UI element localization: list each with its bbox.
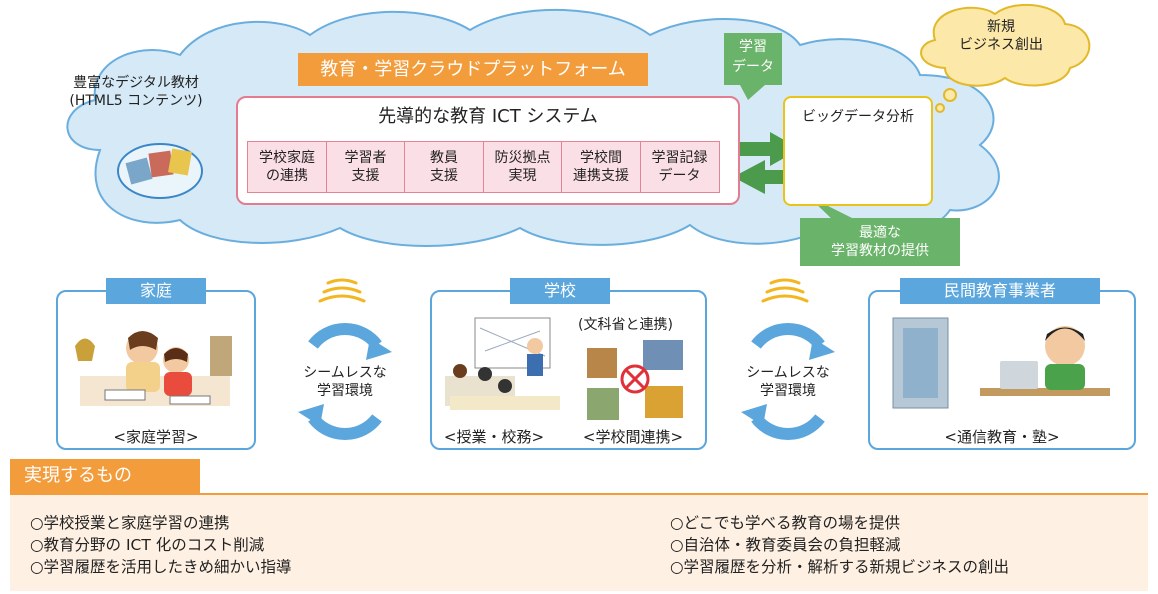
realize-item: ○教育分野の ICT 化のコスト削減 xyxy=(30,536,265,554)
platform-title: 教育・学習クラウドプラットフォーム xyxy=(298,53,648,86)
realize-item: ○どこでも学べる教育の場を提供 xyxy=(670,514,901,532)
ict-cell-learner-support: 学習者支援 xyxy=(325,141,406,193)
realize-item: ○自治体・教育委員会の負担軽減 xyxy=(670,536,901,554)
seamless-label-left: シームレスな学習環境 xyxy=(303,365,387,399)
realize-box xyxy=(10,493,1148,591)
school-caption-class: <授業・校務> xyxy=(443,428,545,446)
realize-list-left: ○学校授業と家庭学習の連携 ○教育分野の ICT 化のコスト削減 ○学習履歴を活… xyxy=(30,512,292,578)
classroom-illustration xyxy=(445,317,560,410)
learning-data-callout xyxy=(724,33,782,100)
private-education-tab: 民間教育事業者 xyxy=(900,278,1100,304)
school-tab: 学校 xyxy=(510,278,610,304)
home-caption: <家庭学習> xyxy=(113,428,199,446)
tablets-icon xyxy=(117,143,203,199)
new-business-label: 新規 ビジネス創出 xyxy=(959,19,1043,53)
bigdata-title: ビッグデータ分析 xyxy=(802,109,914,125)
rich-content-label: 豊富なデジタル教材 (HTML5 コンテンツ) xyxy=(56,74,216,110)
realize-item: ○学校授業と家庭学習の連携 xyxy=(30,514,230,532)
seamless-label-right: シームレスな学習環境 xyxy=(746,365,830,399)
ict-cell-disaster-hub: 防災拠点実現 xyxy=(482,141,563,193)
rich-content-line1: 豊富なデジタル教材 xyxy=(73,75,199,91)
realize-title: 実現するもの xyxy=(10,459,200,493)
signal-icon-left xyxy=(318,278,366,303)
ict-cell-home-school: 学校家庭の連携 xyxy=(247,141,327,193)
thought-bubble xyxy=(920,3,1091,113)
realize-list-right: ○どこでも学べる教育の場を提供 ○自治体・教育委員会の負担軽減 ○学習履歴を分析… xyxy=(670,512,1009,578)
optimal-materials-label: 最適な学習教材の提供 xyxy=(800,218,960,266)
private-education-illustration xyxy=(892,317,1110,409)
private-education-caption: <通信教育・塾> xyxy=(944,428,1060,446)
ict-cells: 学校家庭の連携 学習者支援 教員支援 防災拠点実現 学校間連携支援 学習記録デー… xyxy=(247,141,720,193)
ict-cell-inter-school: 学校間連携支援 xyxy=(561,141,641,193)
realize-item: ○学習履歴を分析・解析する新規ビジネスの創出 xyxy=(670,558,1010,576)
ict-cell-teacher-support: 教員支援 xyxy=(404,141,484,193)
ict-system-title: 先導的な教育 ICT システム xyxy=(378,106,598,127)
learning-data-label: 学習 データ xyxy=(732,39,774,75)
schools-network-illustration xyxy=(587,340,683,420)
realize-item: ○学習履歴を活用したきめ細かい指導 xyxy=(30,558,292,576)
school-caption-network: <学校間連携> xyxy=(582,428,684,446)
home-tab: 家庭 xyxy=(106,278,206,304)
rich-content-line2: (HTML5 コンテンツ) xyxy=(69,93,203,109)
ict-cell-learning-record: 学習記録データ xyxy=(639,141,720,193)
home-illustration xyxy=(70,316,240,414)
school-note: (文科省と連携) xyxy=(578,317,673,333)
bigdata-box xyxy=(783,96,933,206)
signal-icon-right xyxy=(761,278,809,303)
